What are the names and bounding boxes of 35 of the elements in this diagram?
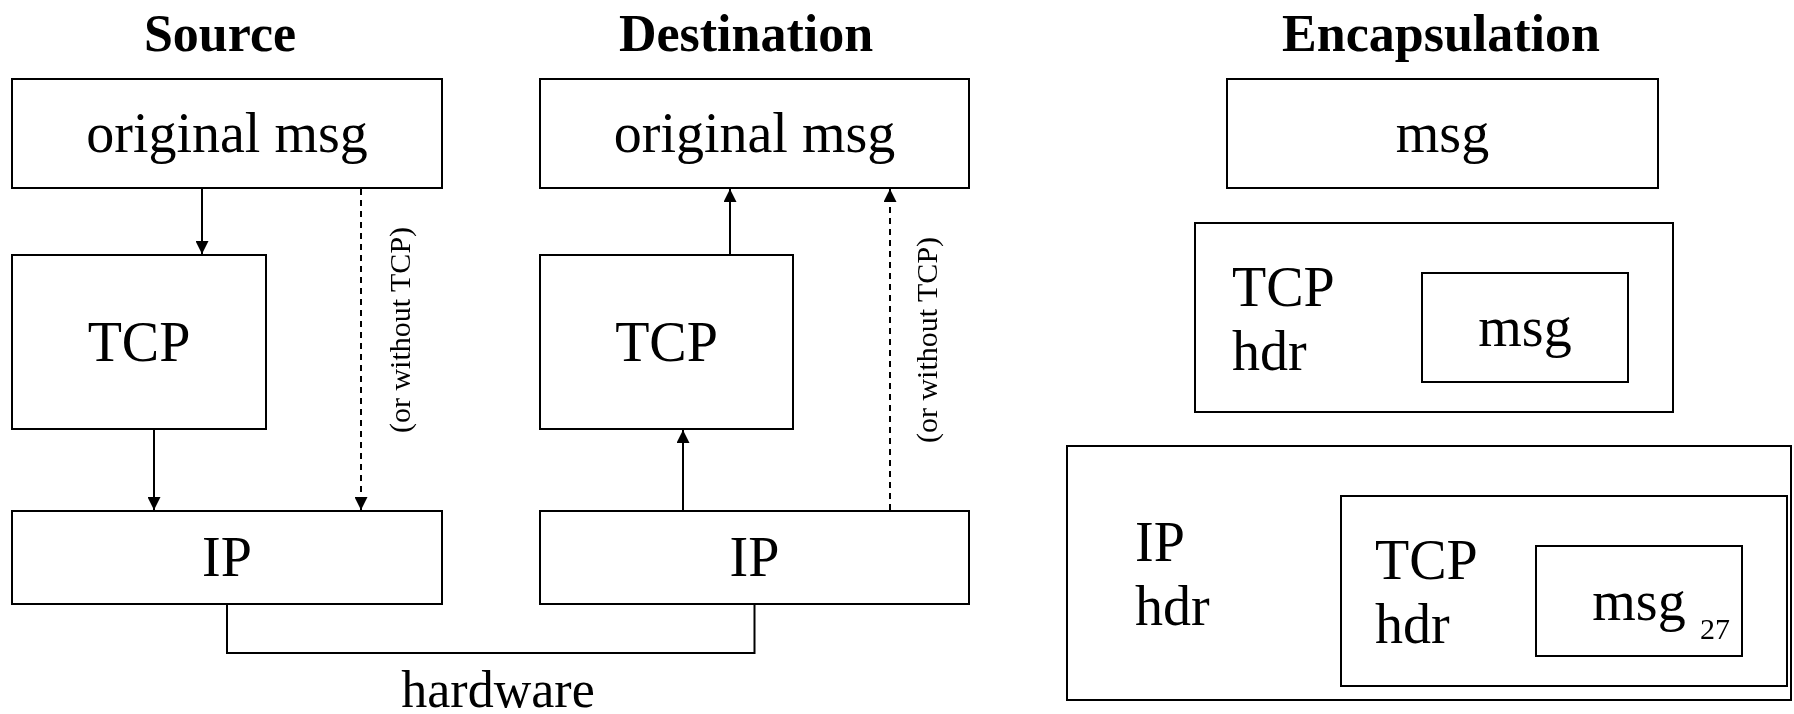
box-label: TCP — [87, 309, 191, 375]
process-box — [11, 78, 443, 189]
process-box — [11, 510, 443, 605]
process-box — [1340, 495, 1788, 687]
arrow — [883, 188, 897, 511]
column-heading: Source — [143, 4, 297, 63]
process-box — [1421, 272, 1629, 383]
column-heading: Encapsulation — [1282, 4, 1600, 63]
box-label: original msg — [613, 101, 896, 166]
process-box — [539, 510, 970, 605]
box-label: original msg — [86, 101, 368, 166]
page-number: 27 — [1700, 612, 1730, 646]
box-label: IP hdr — [1135, 510, 1211, 639]
column-heading: Destination — [618, 4, 874, 63]
process-box — [1194, 222, 1674, 413]
box-label: TCP hdr — [1375, 528, 1477, 657]
arrow — [723, 188, 737, 255]
process-box — [539, 78, 970, 189]
arrow — [195, 188, 209, 255]
box-label: msg — [1395, 101, 1490, 166]
box-label: msg — [1592, 568, 1686, 634]
box-label: IP — [729, 525, 780, 590]
box-label: TCP hdr — [1232, 254, 1334, 384]
process-box — [539, 254, 794, 430]
process-box — [1226, 78, 1659, 189]
arrow — [676, 429, 690, 511]
arrow — [354, 188, 368, 511]
connector-line — [226, 604, 756, 654]
box-label: IP — [202, 525, 252, 590]
box-label: msg — [1478, 295, 1572, 360]
process-box — [1066, 445, 1792, 701]
process-box — [11, 254, 267, 430]
box-label: TCP — [615, 309, 718, 375]
process-box — [1535, 545, 1743, 657]
arrow — [147, 429, 161, 511]
